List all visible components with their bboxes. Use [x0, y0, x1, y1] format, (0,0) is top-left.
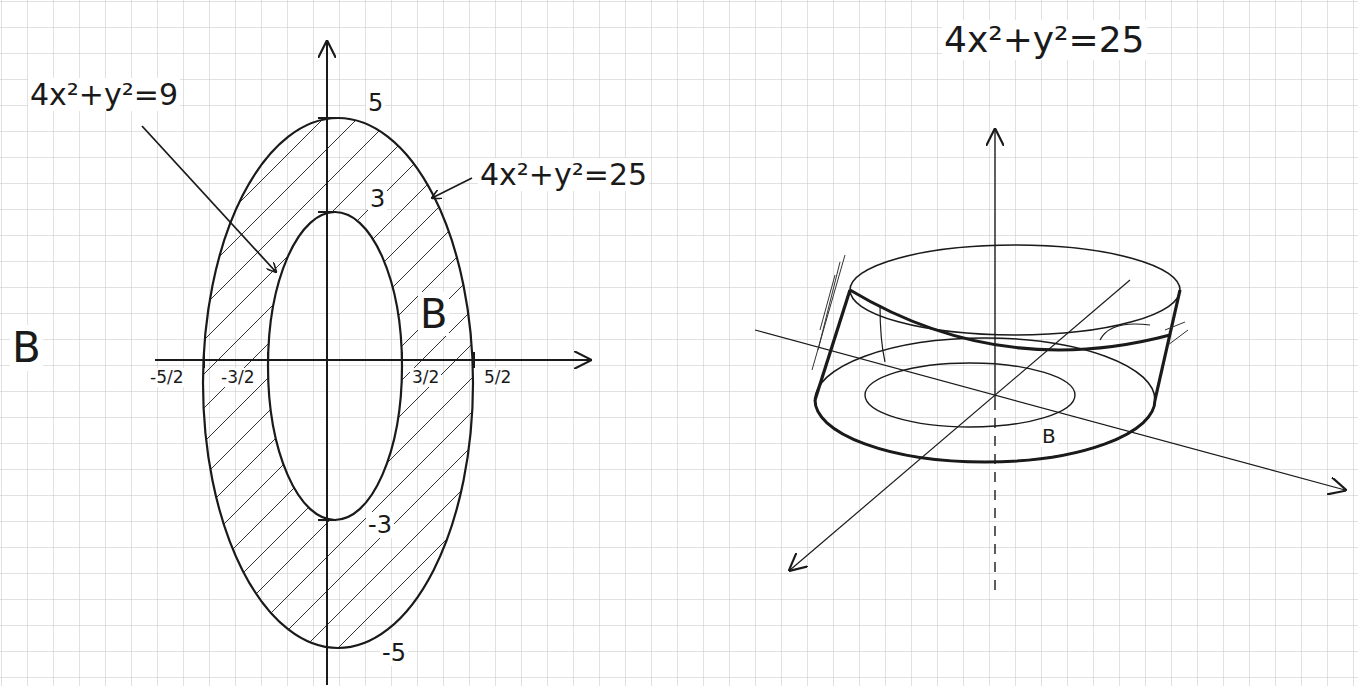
axis-tick-label: 5: [366, 90, 385, 116]
x-axis-3d: [755, 330, 1345, 490]
equation-label: 4x²+y²=9: [28, 78, 180, 111]
base-outer-ellipse: [815, 338, 1155, 462]
x-axis: [155, 359, 590, 361]
axis-tick-label: 3/2: [410, 368, 441, 387]
axis-tick-label: 5/2: [482, 368, 513, 387]
equation-label: 4x²+y²=25: [478, 158, 649, 191]
leader-line: [432, 178, 472, 198]
z-axis-3d: [994, 130, 995, 400]
outer-ellipse: [203, 118, 473, 648]
top-surface-edge: [850, 290, 1170, 350]
axis-tick-label: 3: [368, 186, 387, 212]
region-label: B: [10, 325, 43, 371]
equation-label: 4x²+y²=25: [942, 20, 1147, 60]
axis-tick-label: -3/2: [219, 368, 257, 387]
axis-tick-label: -3: [366, 512, 394, 538]
inner-wall: [1100, 324, 1150, 340]
y-axis: [326, 42, 328, 685]
region-hatching: [203, 118, 473, 648]
region-label: B: [418, 292, 449, 336]
right-wall: [1155, 290, 1180, 400]
inner-wall: [880, 305, 885, 362]
region-label: B: [1040, 425, 1058, 447]
axis-tick-label: -5: [380, 640, 408, 666]
left-wall: [815, 290, 850, 400]
top-rim: [850, 245, 1180, 335]
tick-marks: [204, 118, 474, 520]
base-inner-ellipse: [865, 363, 1075, 427]
leader-line: [142, 126, 276, 272]
wall-hatching: [812, 255, 1188, 370]
y-axis-3d: [790, 280, 1130, 570]
base-front-edge: [815, 400, 1155, 462]
axis-tick-label: -5/2: [148, 368, 186, 387]
z-axis-hidden: [994, 400, 995, 590]
inner-ellipse: [268, 212, 402, 520]
